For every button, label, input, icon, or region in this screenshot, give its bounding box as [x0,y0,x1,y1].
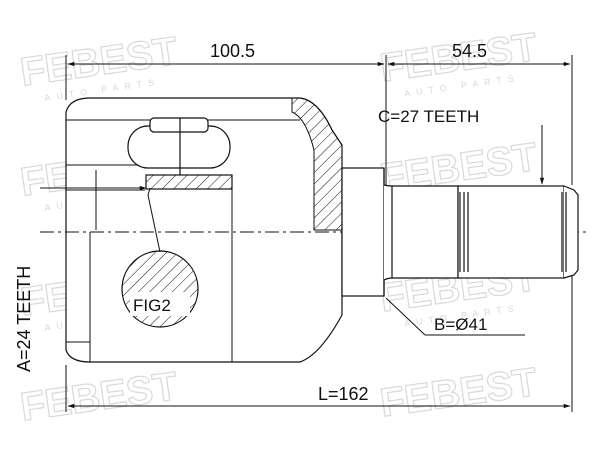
watermark-logo: FEBEST [18,364,180,430]
watermark-logo: FEBEST [377,360,539,426]
dimension-body-length: 100.5 [210,41,255,61]
dimension-top [65,55,573,185]
fig2-detail [121,187,199,328]
housing-inner-lines [66,119,300,362]
dimension-total-length: L=162 [318,384,369,404]
dimension-bottom [65,270,573,412]
outer-spline-label: C=27 TEETH [378,107,479,126]
output-shaft [341,167,579,297]
seal-diameter-label: B=Ø41 [434,315,487,334]
tripod-roller [127,117,233,190]
seal-diameter-leader [385,297,525,336]
fig2-label: FIG2 [133,296,171,315]
inner-spline-label: A=24 TEETH [14,266,34,372]
dimension-shaft-length: 54.5 [452,41,487,61]
